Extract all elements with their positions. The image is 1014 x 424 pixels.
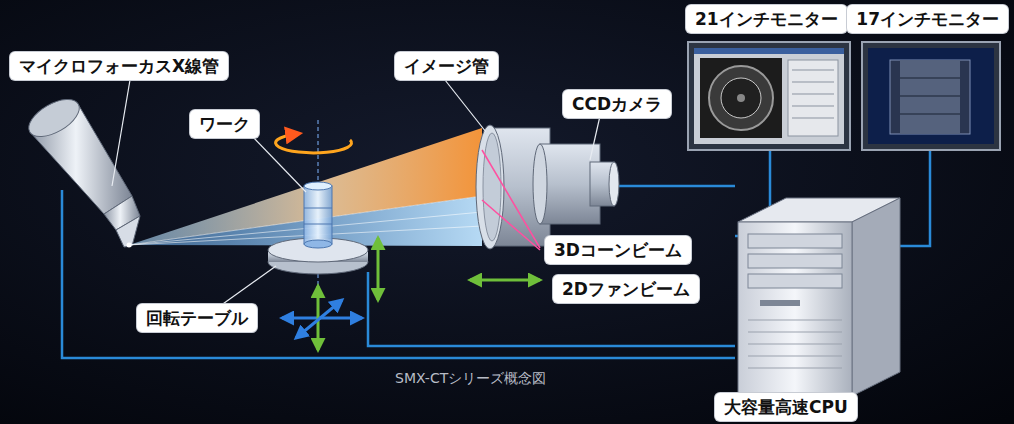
label-text: 回転テーブル — [146, 307, 248, 329]
label-text: ワーク — [199, 113, 250, 135]
label-text: CCDカメラ — [572, 93, 662, 115]
label-text: 17インチモニター — [856, 8, 999, 30]
label-box: 3Dコーンビーム — [545, 236, 691, 264]
label-box: 大容量高速CPU — [715, 393, 857, 421]
caption: SMX-CTシリーズ概念図 — [395, 370, 546, 388]
label-box: 2Dファンビーム — [553, 275, 699, 303]
label-text: 2Dファンビーム — [562, 278, 690, 300]
label-box: マイクロフォーカスX線管 — [10, 52, 228, 80]
label-text: マイクロフォーカスX線管 — [19, 55, 219, 77]
label-text: 3Dコーンビーム — [554, 239, 682, 261]
label-text: 大容量高速CPU — [724, 396, 848, 418]
label-text: イメージ管 — [404, 55, 489, 77]
label-box: 回転テーブル — [137, 304, 257, 332]
label-box: 21インチモニター — [686, 5, 847, 33]
label-box: ワーク — [190, 110, 259, 138]
label-box: CCDカメラ — [563, 90, 671, 118]
label-text: 21インチモニター — [695, 8, 838, 30]
label-box: 17インチモニター — [847, 5, 1008, 33]
label-box: イメージ管 — [395, 52, 498, 80]
